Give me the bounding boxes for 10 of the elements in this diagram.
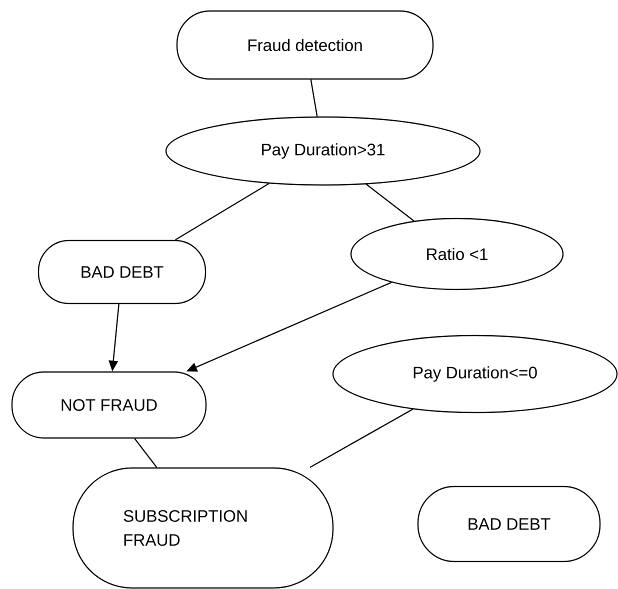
connector-line	[366, 184, 414, 222]
terminal-box: Fraud detection	[176, 10, 434, 80]
terminal-box: SUBSCRIPTION FRAUD	[72, 467, 334, 589]
connector-line	[134, 438, 158, 468]
connector-line	[310, 80, 318, 117]
connector-line	[175, 183, 270, 240]
connector-line	[310, 408, 414, 468]
terminal-box: BAD DEBT	[38, 240, 206, 304]
terminal-box: NOT FRAUD	[11, 371, 207, 439]
terminal-box: BAD DEBT	[417, 486, 601, 562]
